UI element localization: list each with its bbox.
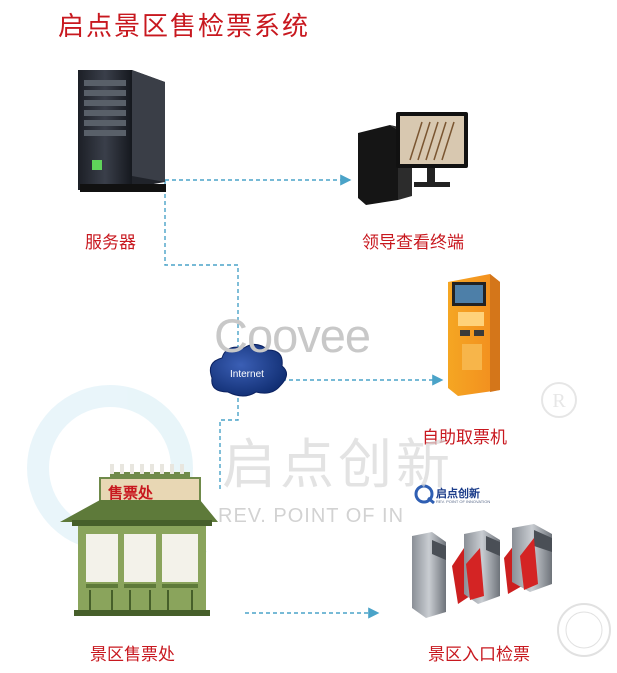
server-icon <box>78 70 166 192</box>
booth-sign: 售票处 <box>108 484 154 502</box>
connector-cloud-down <box>219 398 239 492</box>
company-logo-name: 启点创新 <box>436 487 480 500</box>
watermark-company: 启点创新 <box>222 433 454 496</box>
internet-cloud-label: Internet <box>230 369 264 380</box>
gate-label: 景区入口检票 <box>428 645 530 665</box>
company-logo-sub: REV. POINT OF INNOVATION <box>436 499 491 504</box>
kiosk-icon <box>448 274 500 396</box>
company-logo-icon <box>414 484 435 505</box>
leader-terminal-label: 领导查看终端 <box>362 233 464 253</box>
registered-mark-icon: R <box>541 382 577 418</box>
page-title: 启点景区售检票系统 <box>58 12 311 42</box>
internet-cloud-icon <box>209 344 287 397</box>
desktop-computer-icon <box>358 112 468 205</box>
server-label: 服务器 <box>85 233 136 253</box>
watermark-brand: Coovee <box>214 309 371 362</box>
self-service-label: 自助取票机 <box>422 428 507 448</box>
ticket-booth-icon <box>60 464 218 616</box>
svg-text:R: R <box>552 390 566 412</box>
gate-turnstile-icon <box>412 524 552 618</box>
connector-server-down <box>164 180 239 355</box>
watermark-sub: REV. POINT OF IN <box>218 505 405 527</box>
ticket-office-label: 景区售票处 <box>90 645 175 665</box>
connector-lines <box>164 174 444 619</box>
seal-stamp-icon <box>557 603 611 657</box>
